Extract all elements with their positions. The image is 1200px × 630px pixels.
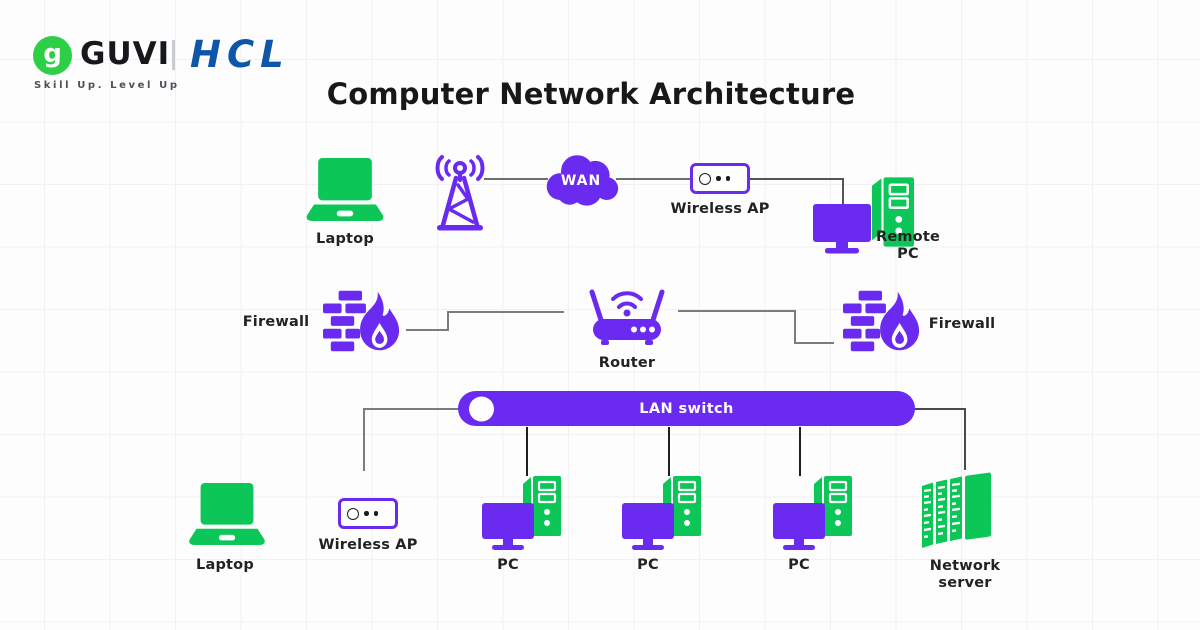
pc-icon xyxy=(482,476,561,550)
connector-firewall-router xyxy=(406,311,564,331)
ap-dot xyxy=(716,176,721,181)
laptop-top-label: Laptop xyxy=(316,231,374,247)
page-title: Computer Network Architecture xyxy=(326,77,856,111)
lan-switch-bar: LAN switch xyxy=(458,391,915,426)
network-server-icon xyxy=(922,472,991,548)
wireless-ap-icon xyxy=(338,498,398,529)
lan-switch-label: LAN switch xyxy=(639,400,734,417)
connector-lan-ap xyxy=(363,408,462,471)
computer-tower-icon xyxy=(872,177,914,247)
ap-dot xyxy=(364,511,369,516)
cell-tower-icon xyxy=(435,155,485,231)
pc3-label: PC xyxy=(788,557,810,573)
ap-ring xyxy=(347,507,359,520)
ap-dot xyxy=(373,511,378,516)
firewall-icon xyxy=(843,290,920,352)
firewall-left-label: Firewall xyxy=(242,314,310,330)
guvi-logo-icon: g xyxy=(33,36,72,75)
firewall-icon xyxy=(323,290,400,352)
ap-ring xyxy=(699,172,711,185)
wan-cloud-icon xyxy=(546,155,619,206)
wan-label: WAN xyxy=(560,173,602,189)
router-label: Router xyxy=(598,355,656,371)
firewall-right-label: Firewall xyxy=(928,316,996,332)
network-server-label: Network server xyxy=(929,558,1001,592)
connector-router-firewall xyxy=(678,310,834,344)
brand-tagline: Skill Up. Level Up xyxy=(34,80,180,91)
pc2-label: PC xyxy=(637,557,659,573)
wireless-ap-icon xyxy=(690,163,750,194)
brand-divider xyxy=(172,40,175,70)
guvi-logo-glyph: g xyxy=(43,38,62,69)
pc1-label: PC xyxy=(497,557,519,573)
pc-icon xyxy=(622,476,701,550)
laptop-bottom-label: Laptop xyxy=(196,557,254,573)
monitor-icon xyxy=(813,204,871,254)
lan-switch-port xyxy=(469,396,494,421)
wireless-ap-top-label: Wireless AP xyxy=(670,201,770,217)
remote-pc-label: Remote PC xyxy=(875,229,941,263)
connector-lan-server xyxy=(912,408,966,470)
wireless-ap-bottom-label: Wireless AP xyxy=(318,537,418,553)
ap-dot xyxy=(725,176,730,181)
brand-hcl-text: HCL xyxy=(190,33,290,76)
laptop-icon xyxy=(306,158,384,221)
laptop-icon xyxy=(189,483,265,545)
pc-icon xyxy=(773,476,852,550)
router-icon xyxy=(589,289,665,345)
brand-guvi-text: GUVI xyxy=(80,36,171,72)
